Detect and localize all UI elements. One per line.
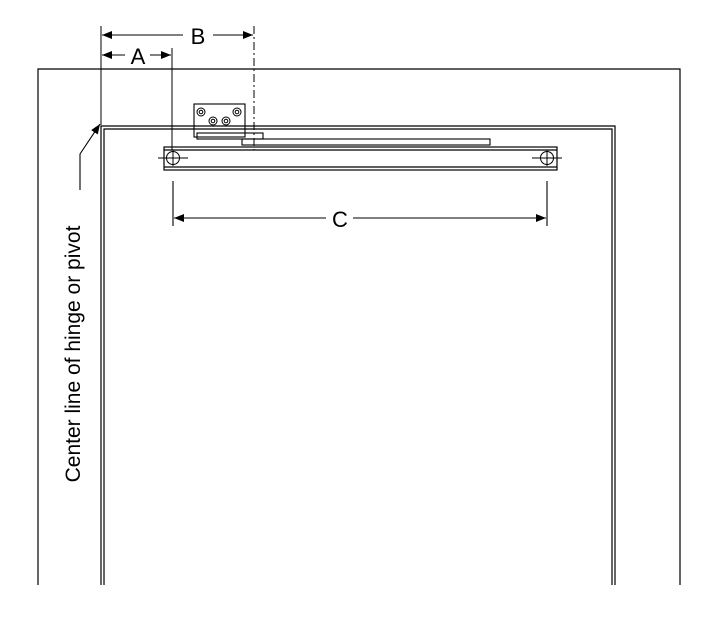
closer-arm bbox=[241, 138, 491, 146]
mounting-rail bbox=[163, 146, 558, 171]
label-c: C bbox=[332, 207, 348, 232]
rail-screw-right bbox=[532, 150, 562, 166]
dimension-c bbox=[172, 181, 548, 226]
bracket-plate bbox=[193, 103, 264, 140]
bracket-screws bbox=[196, 107, 242, 126]
pivot-leader bbox=[79, 123, 101, 190]
label-a: A bbox=[131, 44, 146, 69]
rail-screw-left bbox=[158, 150, 188, 166]
door-outline bbox=[100, 125, 616, 585]
pivot-label: Center line of hinge or pivot bbox=[62, 225, 85, 482]
label-b: B bbox=[191, 24, 206, 49]
frame-outline bbox=[37, 68, 681, 585]
